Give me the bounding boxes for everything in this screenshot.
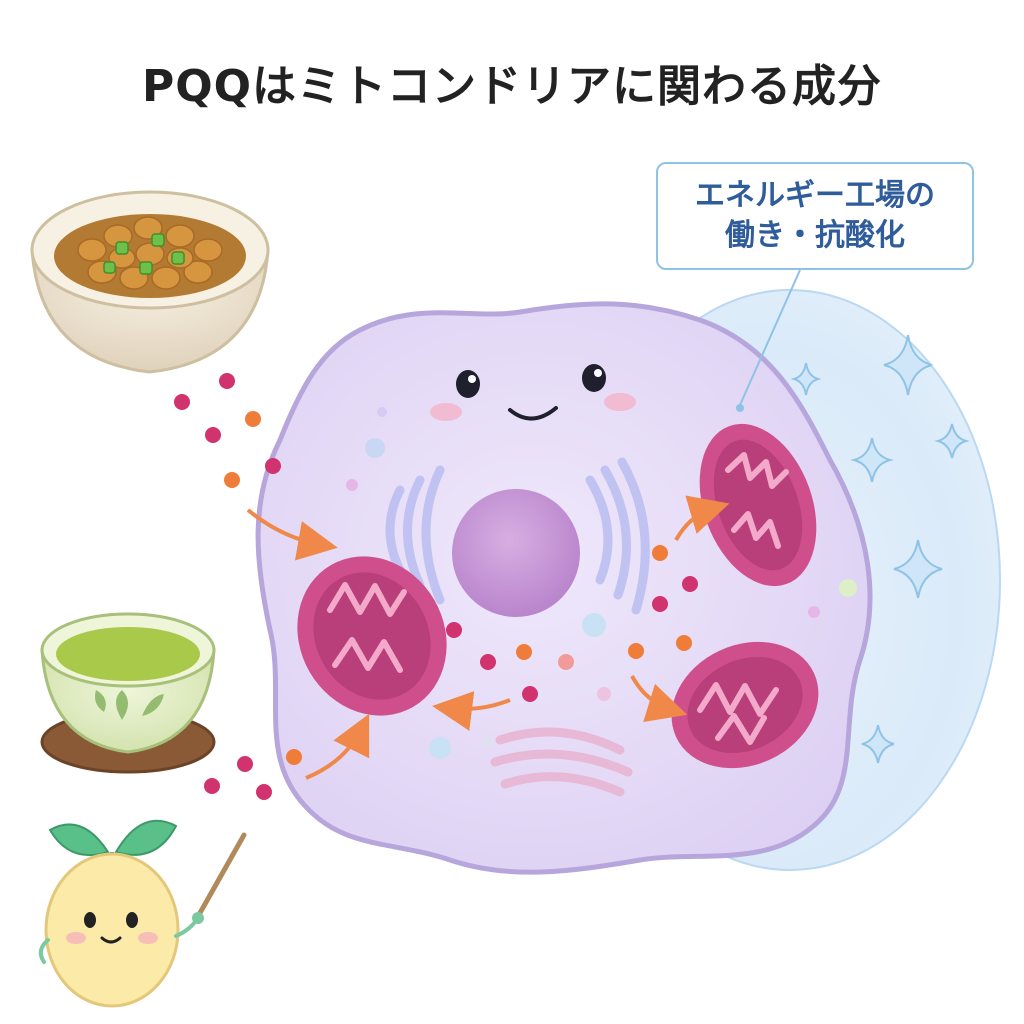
arrow-to-bottom-right-mitochondria [630, 675, 688, 723]
callout-line-2: 働き・抗酸化 [725, 218, 905, 253]
er-left [385, 465, 445, 605]
sparkle-icon [790, 334, 970, 764]
cell-left-blush [430, 403, 462, 421]
particles-tea [204, 749, 302, 800]
mitochondria-top-right [699, 423, 817, 587]
green-tea-cup-icon [40, 612, 216, 774]
cell-right-eye [582, 364, 606, 392]
nucleus-icon [452, 489, 580, 617]
cell-right-blush [604, 393, 636, 411]
particles-internal [446, 545, 698, 702]
arrow-natto-to-mitochondria [246, 508, 338, 561]
vesicles [346, 407, 857, 759]
mitochondria-left [297, 556, 447, 716]
arrow-to-top-right-mitochondria [674, 495, 730, 541]
particles-natto [174, 373, 281, 488]
callout-line-1: エネルギー工場の [695, 178, 935, 213]
callout-pointer [739, 269, 801, 406]
er-right [585, 457, 650, 615]
callout-box: エネルギー工場の 働き・抗酸化 [656, 162, 974, 270]
cell-smile [508, 406, 558, 421]
mitochondria-bottom-right [671, 641, 819, 769]
sprout-mascot-icon [38, 819, 247, 1008]
arrow-tea-to-mitochondria [305, 713, 370, 780]
golgi [490, 727, 633, 797]
natto-bowl-icon [30, 190, 270, 374]
arrow-to-left-mitochondria [432, 691, 511, 731]
page-title: PQQはミトコンドリアに関わる成分 [141, 61, 883, 112]
cell-left-eye [456, 370, 480, 398]
